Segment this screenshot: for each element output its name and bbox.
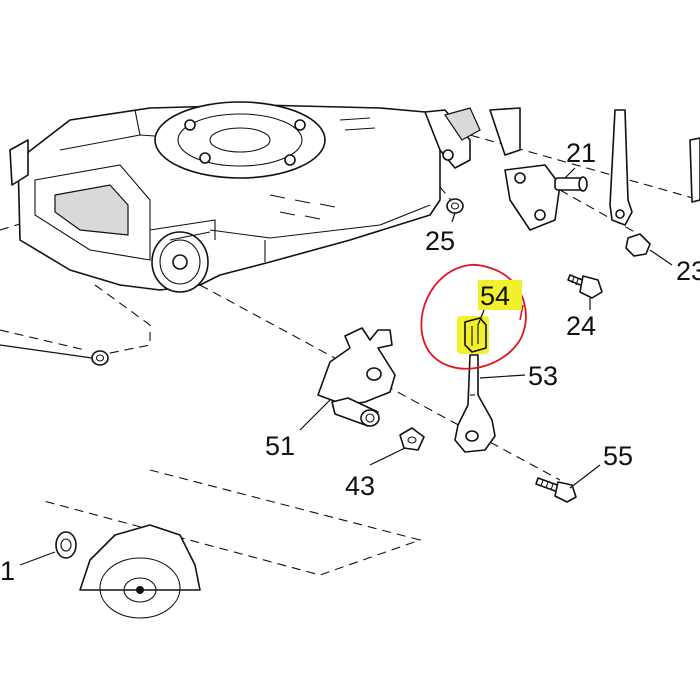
label-54-highlight — [478, 280, 522, 310]
mower-deck — [17, 101, 521, 291]
part-21-bracket — [504, 164, 588, 231]
part-51-lever — [317, 327, 396, 427]
part-54-knob — [457, 316, 489, 354]
label-23: 23 — [676, 256, 700, 286]
part-23-bolt — [625, 233, 651, 257]
label-21: 21 — [566, 138, 596, 168]
deck-wheel-gear — [9, 139, 216, 293]
part-24-bolt — [567, 274, 603, 299]
label-24: 24 — [566, 311, 596, 341]
red-highlight-tail — [519, 304, 524, 321]
part-labels: 21 23 24 25 54 53 51 55 43 1 — [0, 138, 700, 586]
label-1: 1 — [0, 556, 15, 586]
label-25: 25 — [425, 226, 455, 256]
label-43: 43 — [345, 471, 375, 501]
label-54: 54 — [480, 281, 510, 311]
bottom-wheel — [55, 524, 201, 619]
part-25-nut — [446, 198, 464, 214]
label-53: 53 — [528, 361, 558, 391]
part-55-bolt — [535, 477, 577, 503]
label-51: 51 — [265, 431, 295, 461]
leader-lines — [0, 167, 673, 566]
left-nut — [91, 350, 109, 366]
part-53-arm — [454, 354, 496, 453]
red-highlight-circle — [420, 263, 527, 370]
label-55: 55 — [603, 441, 633, 471]
part-43-clip — [399, 427, 425, 451]
handle-bracket — [609, 109, 700, 226]
